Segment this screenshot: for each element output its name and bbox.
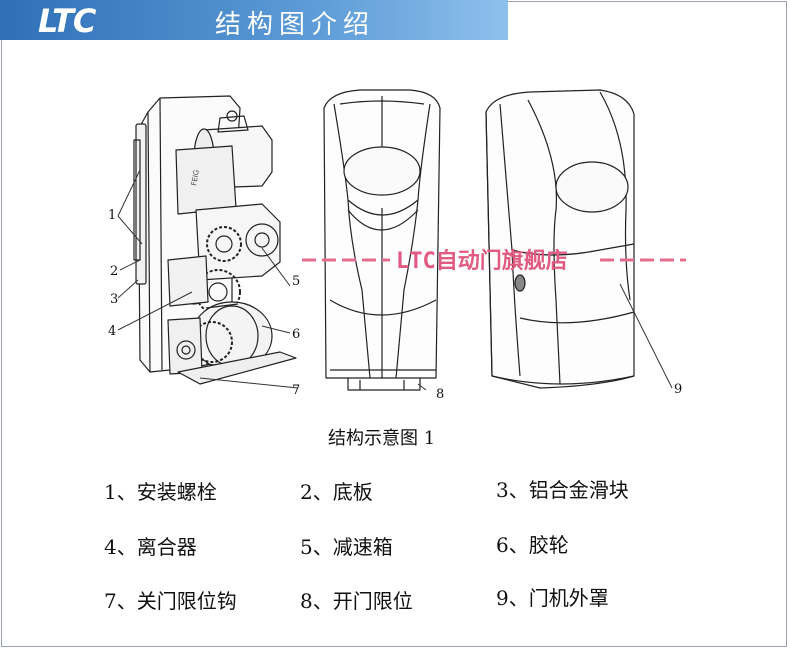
callout-3: 3 <box>110 292 118 307</box>
legend-item-1: 1、安装螺栓 <box>104 480 217 504</box>
callout-9: 9 <box>674 382 682 397</box>
callout-2: 2 <box>110 264 118 279</box>
legend-item-4: 4、离合器 <box>104 535 197 559</box>
legend-item-9: 9、门机外罩 <box>496 586 609 610</box>
callout-1: 1 <box>108 208 116 223</box>
callout-7: 7 <box>292 383 300 398</box>
svg-text:FEIG: FEIG <box>190 169 201 186</box>
callout-5: 5 <box>292 274 300 289</box>
callout-6: 6 <box>292 327 300 342</box>
cover-front-drawing <box>323 89 441 391</box>
cover-side-drawing <box>485 89 635 389</box>
diagram-caption: 结构示意图 1 <box>328 428 436 449</box>
callout-4: 4 <box>108 324 116 339</box>
legend-item-6: 6、胶轮 <box>496 533 569 557</box>
mechanism-drawing: FEIG <box>133 95 297 385</box>
legend-item-8: 8、开门限位 <box>300 589 413 613</box>
legend-item-3: 3、铝合金滑块 <box>496 478 629 502</box>
watermark-text: LTC自动门旗舰店 <box>396 248 568 274</box>
brand-logo: LTC <box>38 2 96 40</box>
callout-8: 8 <box>436 387 444 402</box>
legend-item-5: 5、减速箱 <box>300 535 393 559</box>
legend-item-2: 2、底板 <box>300 480 373 504</box>
page-title: 结构图介绍 <box>215 10 376 40</box>
structure-diagram: FEIG <box>108 89 686 402</box>
header-banner: LTC 结构图介绍 <box>0 0 508 40</box>
leader-lines <box>117 169 673 391</box>
legend-item-7: 7、关门限位钩 <box>104 589 237 613</box>
